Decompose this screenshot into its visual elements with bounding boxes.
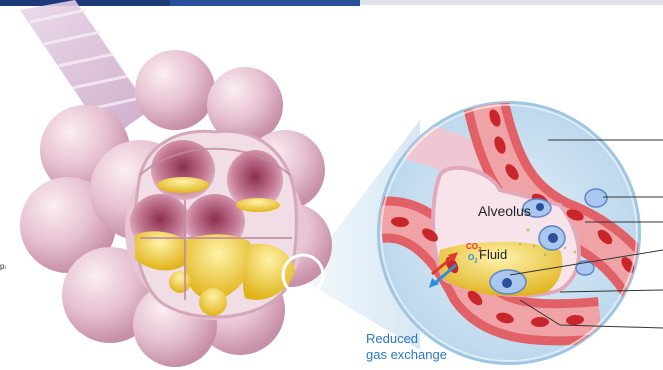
co2-label: CO2 xyxy=(466,242,481,254)
o2-label: O2 xyxy=(468,253,478,265)
alveolus-label: Alveolus xyxy=(478,203,531,219)
reduced-gas-exchange-caption: Reduced gas exchange xyxy=(366,331,447,363)
fluid-label: Fluid xyxy=(479,247,507,262)
cropped-edge-text: pᵢ xyxy=(0,262,6,271)
alveolar-sac-cluster xyxy=(20,50,332,367)
